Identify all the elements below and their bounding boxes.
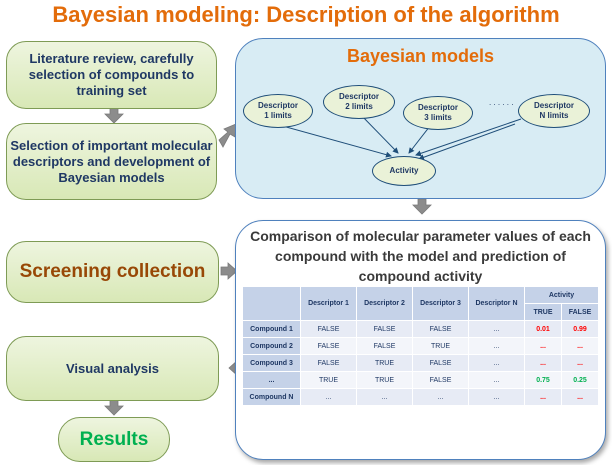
results-label: Results <box>79 428 149 450</box>
descriptor-n-node: Descriptor N limits <box>518 94 590 128</box>
cell-descriptor-1: FALSE <box>300 320 357 338</box>
table-row: Compound 2 FALSE FALSE TRUE ... ... ... <box>242 337 600 355</box>
descriptor-1-node: Descriptor 1 limits <box>243 94 313 128</box>
cell-descriptor-3: TRUE <box>412 337 469 355</box>
cell-descriptor-2: ... <box>356 388 413 406</box>
edge-d2-activity <box>359 113 399 154</box>
cell-activity-true: ... <box>524 354 562 372</box>
edge-d3-activity <box>408 125 431 154</box>
cell-activity-false: ... <box>560 388 600 406</box>
table-row: Compound 1 FALSE FALSE FALSE ... 0.01 0.… <box>242 320 600 338</box>
cell-descriptor-n: ... <box>468 388 525 406</box>
cell-activity-true: 0.01 <box>524 320 562 338</box>
descriptor-2-node: Descriptor 2 limits <box>323 85 395 119</box>
cell-descriptor-2: TRUE <box>356 354 413 372</box>
table-row: Compound N ... ... ... ... ... ... <box>242 388 600 406</box>
arrow-bayesian-to-comparison <box>412 198 432 215</box>
cell-activity-false: 0.25 <box>560 371 600 389</box>
literature-review-label: Literature review, carefully selection o… <box>28 51 195 98</box>
cell-descriptor-n: ... <box>468 354 525 372</box>
screening-collection-box: Screening collection <box>6 241 219 303</box>
header-true: TRUE <box>524 303 562 321</box>
descriptor-selection-box: Selection of important molecular descrip… <box>6 123 217 200</box>
cell-activity-false: ... <box>560 337 600 355</box>
table-corner-cell <box>242 286 301 321</box>
table-row: Compound 3 FALSE TRUE FALSE ... ... ... <box>242 354 600 372</box>
comparison-title: Comparison of molecular parameter values… <box>250 228 591 284</box>
cell-descriptor-1: FALSE <box>300 354 357 372</box>
descriptor-2-label: Descriptor 2 limits <box>338 92 379 111</box>
cell-descriptor-3: FALSE <box>412 371 469 389</box>
cell-activity-false: 0.99 <box>560 320 600 338</box>
header-false: FALSE <box>560 303 600 321</box>
cell-descriptor-1: ... <box>300 388 357 406</box>
descriptor-1-label: Descriptor 1 limits <box>257 101 298 120</box>
edge-d4-activity <box>415 118 522 157</box>
cell-descriptor-3: FALSE <box>412 320 469 338</box>
edge-dn-activity <box>418 123 516 161</box>
row-label: Compound 3 <box>242 354 301 372</box>
row-label: Compound 2 <box>242 337 301 355</box>
header-descriptor-1: Descriptor 1 <box>300 286 357 321</box>
cell-descriptor-3: ... <box>412 388 469 406</box>
literature-review-box: Literature review, carefully selection o… <box>6 41 217 109</box>
header-descriptor-n: Descriptor N <box>468 286 525 321</box>
descriptor-3-label: Descriptor 3 limits <box>417 103 458 122</box>
cell-descriptor-1: FALSE <box>300 337 357 355</box>
comparison-table: Descriptor 1 Descriptor 2 Descriptor 3 D… <box>242 286 600 406</box>
table-row: ... TRUE TRUE FALSE ... 0.75 0.25 <box>242 371 600 389</box>
cell-activity-false: ... <box>560 354 600 372</box>
visual-analysis-box: Visual analysis <box>6 336 219 401</box>
activity-label: Activity <box>389 166 419 175</box>
cell-descriptor-2: FALSE <box>356 337 413 355</box>
cell-descriptor-n: ... <box>468 337 525 355</box>
header-descriptor-2: Descriptor 2 <box>356 286 413 321</box>
arrow-literature-to-descriptors <box>104 107 124 124</box>
cell-activity-true: ... <box>524 337 562 355</box>
page-title: Bayesian modeling: Description of the al… <box>52 2 560 27</box>
arrow-screening-to-comparison <box>220 262 238 280</box>
bayesian-models-title: Bayesian models <box>346 46 495 66</box>
results-box: Results <box>58 417 170 462</box>
arrow-descriptors-to-bayesian <box>218 123 237 148</box>
arrow-visual-to-results <box>104 399 124 416</box>
cell-descriptor-1: TRUE <box>300 371 357 389</box>
bayesian-network-edges <box>278 113 522 161</box>
row-label: Compound N <box>242 388 301 406</box>
screening-collection-label: Screening collection <box>19 261 206 282</box>
edge-d1-activity <box>278 124 392 158</box>
cell-descriptor-2: TRUE <box>356 371 413 389</box>
descriptor-n-label: Descriptor N limits <box>533 101 574 120</box>
descriptor-selection-label: Selection of important molecular descrip… <box>10 137 213 185</box>
cell-activity-true: 0.75 <box>524 371 562 389</box>
row-label: ... <box>242 371 301 389</box>
row-label: Compound 1 <box>242 320 301 338</box>
cell-descriptor-3: FALSE <box>412 354 469 372</box>
cell-descriptor-n: ... <box>468 320 525 338</box>
header-descriptor-3: Descriptor 3 <box>412 286 469 321</box>
activity-node: Activity <box>372 156 436 186</box>
header-activity: Activity <box>523 286 600 304</box>
cell-descriptor-2: FALSE <box>356 320 413 338</box>
cell-activity-true: ... <box>524 388 562 406</box>
visual-analysis-label: Visual analysis <box>66 360 159 376</box>
cell-descriptor-n: ... <box>468 371 525 389</box>
descriptor-3-node: Descriptor 3 limits <box>403 96 473 130</box>
more-descriptors-ellipsis: . . . . . . <box>489 98 514 107</box>
